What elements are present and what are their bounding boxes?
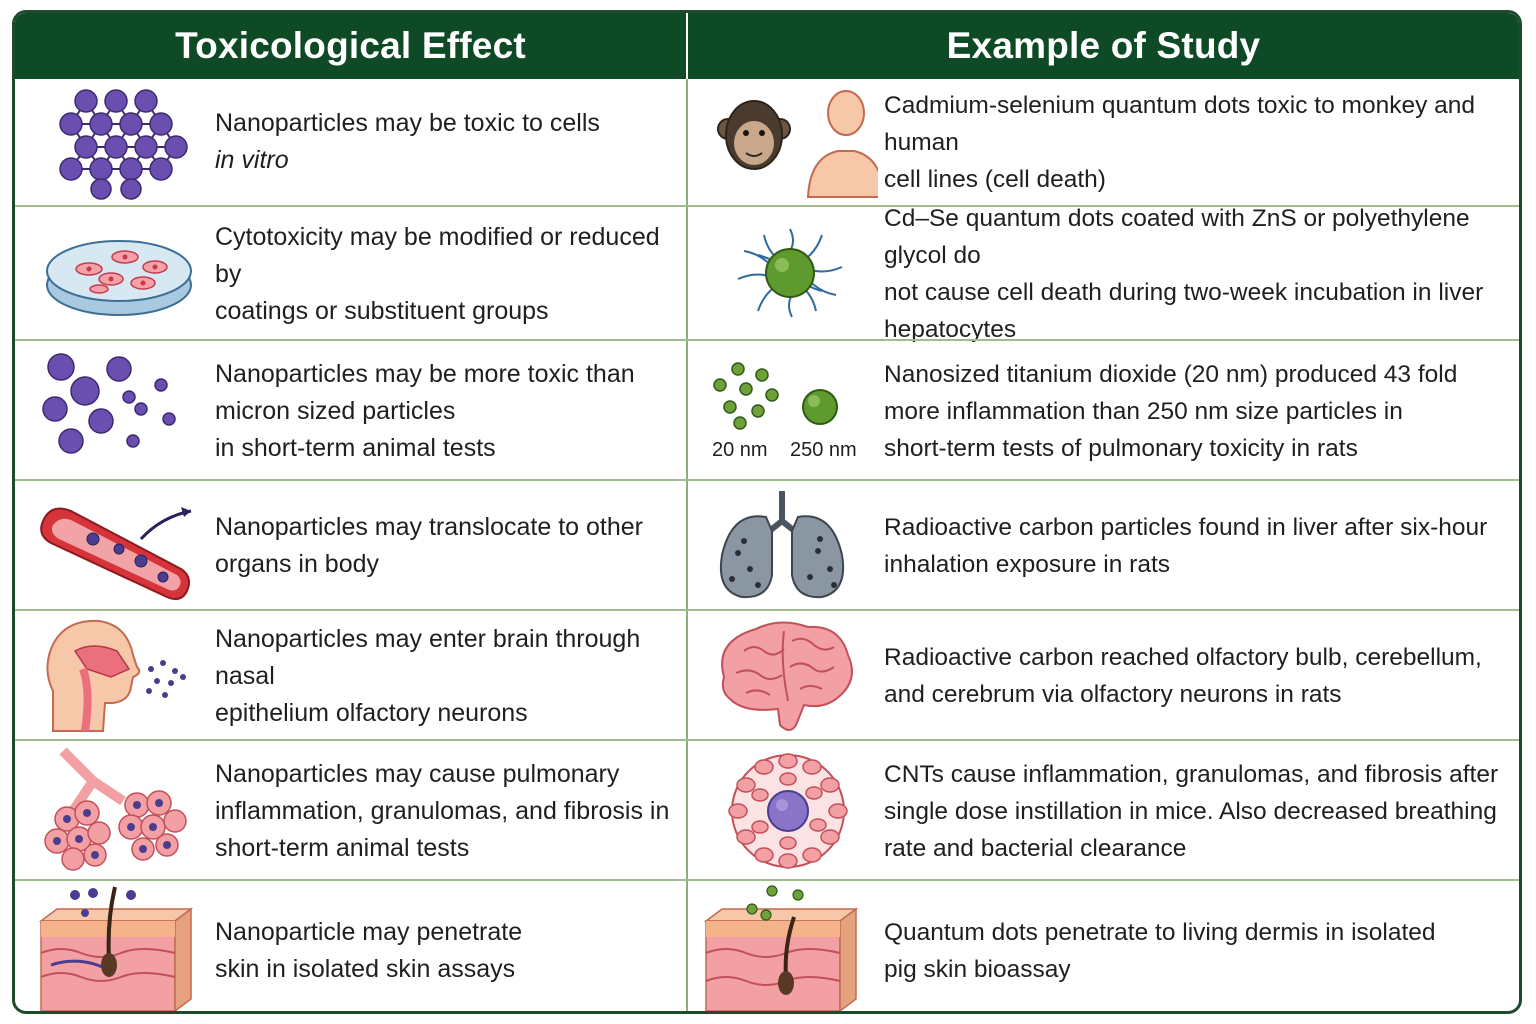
- effect-text: Nanoparticles may enter brain through na…: [215, 621, 678, 732]
- monkey-human-icon: [698, 79, 878, 205]
- study-line: pig skin bioassay: [884, 956, 1071, 983]
- blood-vessel-icon: [31, 481, 211, 611]
- brain-icon: [700, 611, 880, 741]
- study-cell: Cd–Se quantum dots coated with ZnS or po…: [688, 205, 1519, 343]
- toxicology-table: Toxicological Effect Example of Study: [12, 10, 1522, 1014]
- study-text: Nanosized titanium dioxide (20 nm) produ…: [884, 356, 1513, 467]
- study-text: Radioactive carbon reached olfactory bul…: [884, 639, 1513, 713]
- effect-line: Nanoparticles may translocate to other: [215, 513, 643, 541]
- table-header: Toxicological Effect Example of Study: [15, 13, 1519, 79]
- study-line: cell lines (cell death): [884, 165, 1106, 193]
- head-nasal-inhalation-icon: [33, 611, 213, 741]
- effect-line: Nanoparticles may enter brain through na…: [215, 624, 641, 690]
- study-line: Nanosized titanium dioxide (20 nm) produ…: [884, 360, 1458, 388]
- study-line: Cadmium-selenium quantum dots toxic to m…: [884, 91, 1476, 156]
- study-cell: 20 nm 250 nm Nanosized titanium dioxide …: [688, 341, 1519, 481]
- study-line: and cerebrum via olfactory neurons in ra…: [884, 681, 1342, 708]
- study-line: Quantum dots penetrate to living dermis …: [884, 919, 1436, 946]
- table-row: Nanoparticles may be toxic to cells in v…: [15, 79, 1519, 205]
- small-particle-label: 20 nm: [712, 439, 768, 461]
- effect-cell: Nanoparticles may be toxic to cells in v…: [15, 79, 686, 205]
- study-text: Cd–Se quantum dots coated with ZnS or po…: [884, 200, 1513, 348]
- effect-text: Nanoparticle may penetrate skin in isola…: [215, 914, 678, 988]
- effect-line: inflammation, granulomas, and fibrosis i…: [215, 796, 670, 825]
- study-line: not cause cell death during two-week inc…: [884, 279, 1484, 343]
- study-cell: Radioactive carbon reached olfactory bul…: [688, 611, 1519, 741]
- effect-line: Cytotoxicity may be modified or reduced …: [215, 222, 660, 288]
- table-row: Cytotoxicity may be modified or reduced …: [15, 205, 1519, 343]
- effect-line: skin in isolated skin assays: [215, 955, 516, 983]
- tio2-size-comparison-icon: 20 nm 250 nm: [702, 341, 882, 481]
- effect-cell: Nanoparticles may enter brain through na…: [15, 611, 686, 741]
- study-line: inhalation exposure in rats: [884, 551, 1171, 578]
- study-line: Radioactive carbon particles found in li…: [884, 514, 1488, 541]
- effect-cell: Nanoparticles may cause pulmonary inflam…: [15, 741, 686, 881]
- skin-cross-section-icon: [31, 881, 211, 1011]
- study-text: Quantum dots penetrate to living dermis …: [884, 914, 1513, 988]
- study-line: Cd–Se quantum dots coated with ZnS or po…: [884, 205, 1470, 269]
- effect-line: organs in body: [215, 550, 380, 578]
- lungs-icon: [702, 481, 882, 611]
- effect-text: Nanoparticles may be toxic to cells in v…: [215, 105, 678, 179]
- nanoparticle-lattice-icon: [33, 79, 213, 205]
- study-cell: Quantum dots penetrate to living dermis …: [688, 881, 1519, 1011]
- study-cell: Cadmium-selenium quantum dots toxic to m…: [688, 79, 1519, 205]
- table-row: Nanoparticles may translocate to other o…: [15, 479, 1519, 611]
- effect-line: micron sized particles: [215, 396, 456, 425]
- effect-line: Nanoparticles may be toxic to cells: [215, 109, 600, 137]
- column-divider: [686, 79, 688, 1011]
- study-cell: CNTs cause inflammation, granulomas, and…: [688, 741, 1519, 881]
- effect-italic-term: in vitro: [215, 146, 289, 174]
- effect-line: Nanoparticles may cause pulmonary: [215, 759, 620, 788]
- study-line: CNTs cause inflammation, granulomas, and…: [884, 760, 1499, 788]
- alveoli-icon: [33, 741, 213, 881]
- table-row: Nanoparticles may be more toxic than mic…: [15, 339, 1519, 481]
- study-column-header: Example of Study: [946, 25, 1261, 66]
- study-text: Cadmium-selenium quantum dots toxic to m…: [884, 87, 1513, 198]
- study-text: CNTs cause inflammation, granulomas, and…: [884, 756, 1513, 867]
- effect-cell: Nanoparticle may penetrate skin in isola…: [15, 881, 686, 1011]
- effect-column-header: Toxicological Effect: [15, 13, 688, 79]
- study-text: Radioactive carbon particles found in li…: [884, 509, 1513, 583]
- table-row: Nanoparticles may cause pulmonary inflam…: [15, 739, 1519, 881]
- effect-line: in short-term animal tests: [215, 433, 496, 462]
- effect-cell: Cytotoxicity may be modified or reduced …: [15, 207, 686, 341]
- table-row: Nanoparticle may penetrate skin in isola…: [15, 879, 1519, 1011]
- petri-dish-icon: [33, 207, 213, 341]
- study-line: rate and bacterial clearance: [884, 834, 1187, 862]
- table-row: Nanoparticles may enter brain through na…: [15, 609, 1519, 741]
- effect-cell: Nanoparticles may translocate to other o…: [15, 481, 686, 611]
- effect-text: Nanoparticles may cause pulmonary inflam…: [215, 756, 678, 867]
- effect-line: epithelium olfactory neurons: [215, 698, 528, 727]
- effect-line: Nanoparticle may penetrate: [215, 918, 523, 946]
- effect-line: short-term animal tests: [215, 833, 470, 862]
- effect-text: Nanoparticles may translocate to other o…: [215, 509, 678, 583]
- large-particle-label: 250 nm: [790, 439, 857, 461]
- effect-line: Nanoparticles may be more toxic than: [215, 359, 635, 388]
- study-line: Radioactive carbon reached olfactory bul…: [884, 644, 1482, 671]
- study-line: more inflammation than 250 nm size parti…: [884, 397, 1403, 425]
- effect-cell: Nanoparticles may be more toxic than mic…: [15, 341, 686, 481]
- effect-text: Nanoparticles may be more toxic than mic…: [215, 356, 678, 467]
- study-line: single dose instillation in mice. Also d…: [884, 797, 1497, 825]
- effect-line: coatings or substituent groups: [215, 296, 549, 325]
- effect-text: Cytotoxicity may be modified or reduced …: [215, 219, 678, 330]
- study-line: short-term tests of pulmonary toxicity i…: [884, 434, 1358, 462]
- particle-sizes-icon: [33, 341, 213, 481]
- coated-quantum-dot-icon: [702, 207, 882, 341]
- study-cell: Radioactive carbon particles found in li…: [688, 481, 1519, 611]
- pig-skin-quantum-dot-icon: [702, 881, 882, 1011]
- granuloma-icon: [702, 741, 882, 881]
